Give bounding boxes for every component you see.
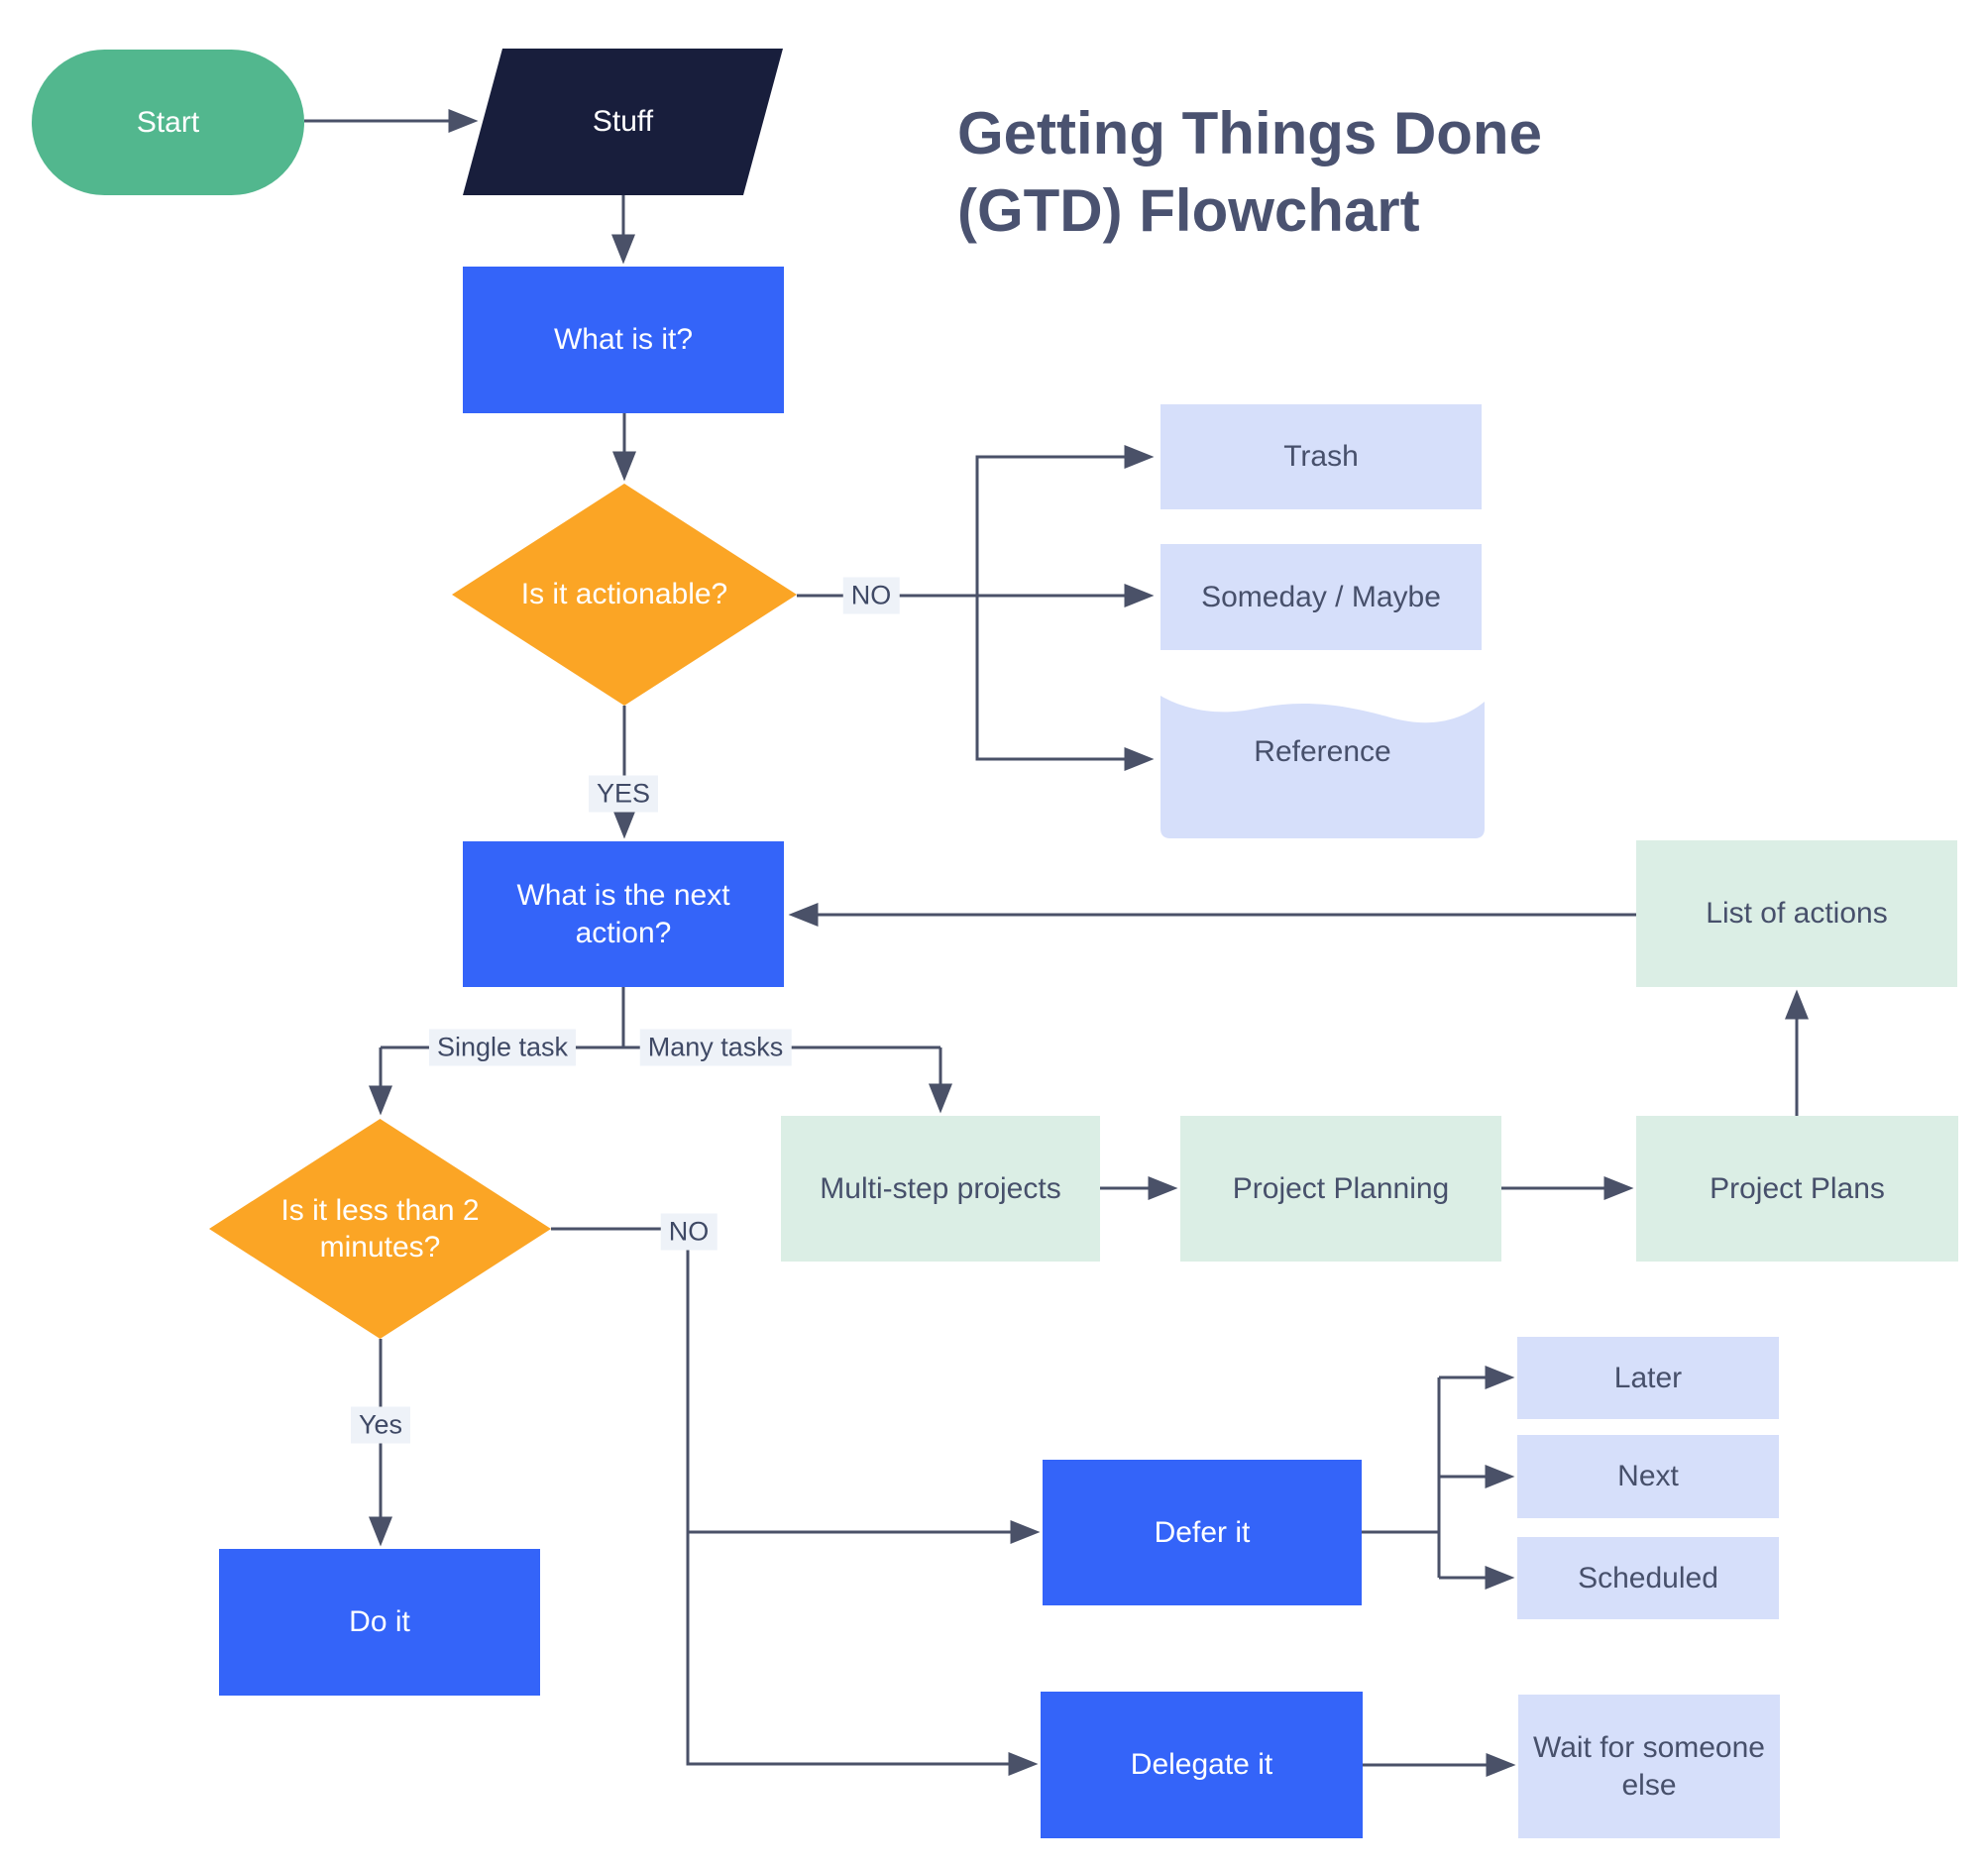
- node-wait-for-someone-else-label: Wait for someone else: [1533, 1731, 1765, 1802]
- node-project-planning: Project Planning: [1180, 1116, 1501, 1262]
- node-stuff-label: Stuff: [592, 105, 654, 139]
- node-list-of-actions: List of actions: [1636, 840, 1957, 987]
- node-someday-maybe-label: Someday / Maybe: [1201, 580, 1441, 613]
- node-what-is-next-action-label: What is the next action?: [516, 879, 730, 949]
- diagram-title: Getting Things Done (GTD) Flowchart: [957, 100, 1542, 244]
- node-defer-it: Defer it: [1043, 1460, 1362, 1605]
- node-start: Start: [32, 50, 304, 195]
- node-project-plans-label: Project Plans: [1710, 1171, 1885, 1205]
- node-do-it: Do it: [219, 1549, 540, 1696]
- node-scheduled: Scheduled: [1517, 1537, 1779, 1619]
- edge-label-single-task: Single task: [428, 1029, 577, 1066]
- decision-is-it-actionable-label: Is it actionable?: [520, 578, 728, 611]
- node-scheduled-label: Scheduled: [1578, 1561, 1718, 1594]
- node-do-it-label: Do it: [349, 1605, 410, 1639]
- node-reference-document: Reference: [1160, 680, 1485, 838]
- node-stuff: Stuff: [463, 49, 783, 195]
- edge-label-minutes-no: NO: [660, 1213, 718, 1251]
- node-delegate-it-label: Delegate it: [1130, 1748, 1273, 1782]
- edge-label-actionable-yes: YES: [588, 775, 659, 813]
- node-next-label: Next: [1617, 1460, 1679, 1493]
- node-project-plans: Project Plans: [1636, 1116, 1958, 1262]
- node-someday-maybe: Someday / Maybe: [1160, 544, 1482, 650]
- edge-label-actionable-no: NO: [842, 577, 900, 614]
- document-shape: [1160, 696, 1485, 838]
- node-what-is-it: What is it?: [463, 267, 784, 413]
- edge-label-minutes-yes: Yes: [350, 1406, 411, 1444]
- node-reference-label: Reference: [1254, 735, 1391, 769]
- node-what-is-it-label: What is it?: [553, 323, 694, 357]
- edge-label-many-tasks: Many tasks: [639, 1029, 792, 1066]
- node-multi-step-projects-label: Multi-step projects: [820, 1171, 1061, 1205]
- node-trash-label: Trash: [1283, 440, 1359, 474]
- node-delegate-it: Delegate it: [1041, 1692, 1363, 1838]
- node-later-label: Later: [1613, 1361, 1683, 1394]
- node-defer-it-label: Defer it: [1154, 1515, 1251, 1549]
- node-wait-for-someone-else: Wait for someone else: [1518, 1695, 1780, 1838]
- node-next: Next: [1517, 1435, 1779, 1518]
- node-project-planning-label: Project Planning: [1232, 1171, 1450, 1205]
- node-what-is-next-action: What is the next action?: [463, 841, 784, 987]
- node-later: Later: [1517, 1337, 1779, 1419]
- node-multi-step-projects: Multi-step projects: [781, 1116, 1100, 1262]
- decision-less-than-2-minutes-label: Is it less than 2 minutes?: [280, 1193, 480, 1264]
- node-start-label: Start: [136, 105, 200, 139]
- node-list-of-actions-label: List of actions: [1706, 897, 1888, 931]
- node-trash: Trash: [1160, 404, 1482, 509]
